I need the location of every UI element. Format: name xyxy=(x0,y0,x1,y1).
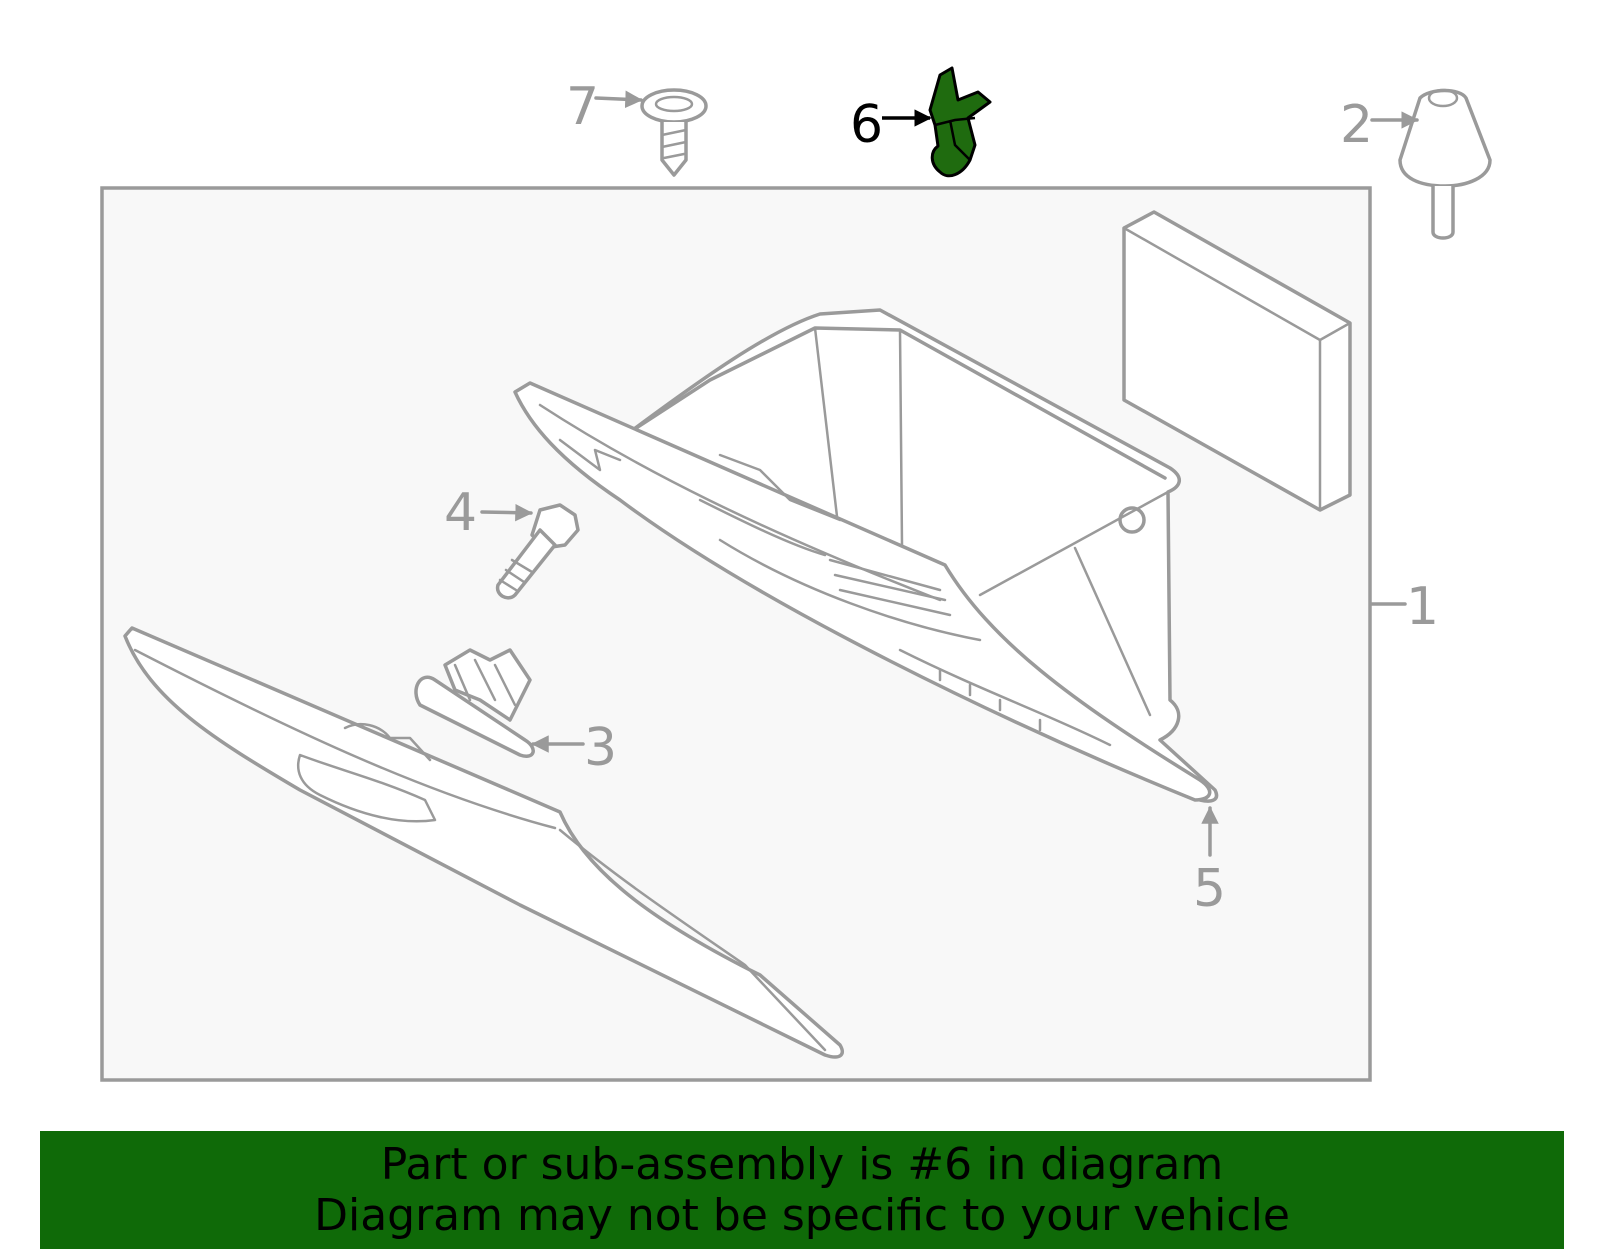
screw-part[interactable] xyxy=(640,88,708,177)
callout-2[interactable]: 2 xyxy=(1340,95,1373,155)
callout-1[interactable]: 1 xyxy=(1406,577,1439,637)
banner-line-part: Part or sub-assembly is #6 in diagram xyxy=(380,1139,1224,1190)
highlighted-clip-part[interactable] xyxy=(928,66,992,178)
glove-box-lid-panel xyxy=(1122,210,1352,512)
info-banner: Part or sub-assembly is #6 in diagram Di… xyxy=(40,1131,1564,1249)
bolt-part[interactable] xyxy=(495,503,580,600)
glove-box-bin-part[interactable] xyxy=(513,308,1219,803)
bump-stop-part[interactable] xyxy=(1398,88,1492,240)
banner-line-disclaimer: Diagram may not be specific to your vehi… xyxy=(314,1190,1290,1241)
callout-6[interactable]: 6 xyxy=(850,95,883,155)
callout-5[interactable]: 5 xyxy=(1193,859,1226,919)
callout-7[interactable]: 7 xyxy=(566,77,599,137)
leader-line-4 xyxy=(480,503,533,522)
callout-4[interactable]: 4 xyxy=(444,483,477,543)
latch-clip-part[interactable] xyxy=(414,648,535,758)
callout-3[interactable]: 3 xyxy=(584,718,617,778)
glove-box-door-part[interactable] xyxy=(123,626,845,1059)
leader-line-7 xyxy=(594,90,643,109)
